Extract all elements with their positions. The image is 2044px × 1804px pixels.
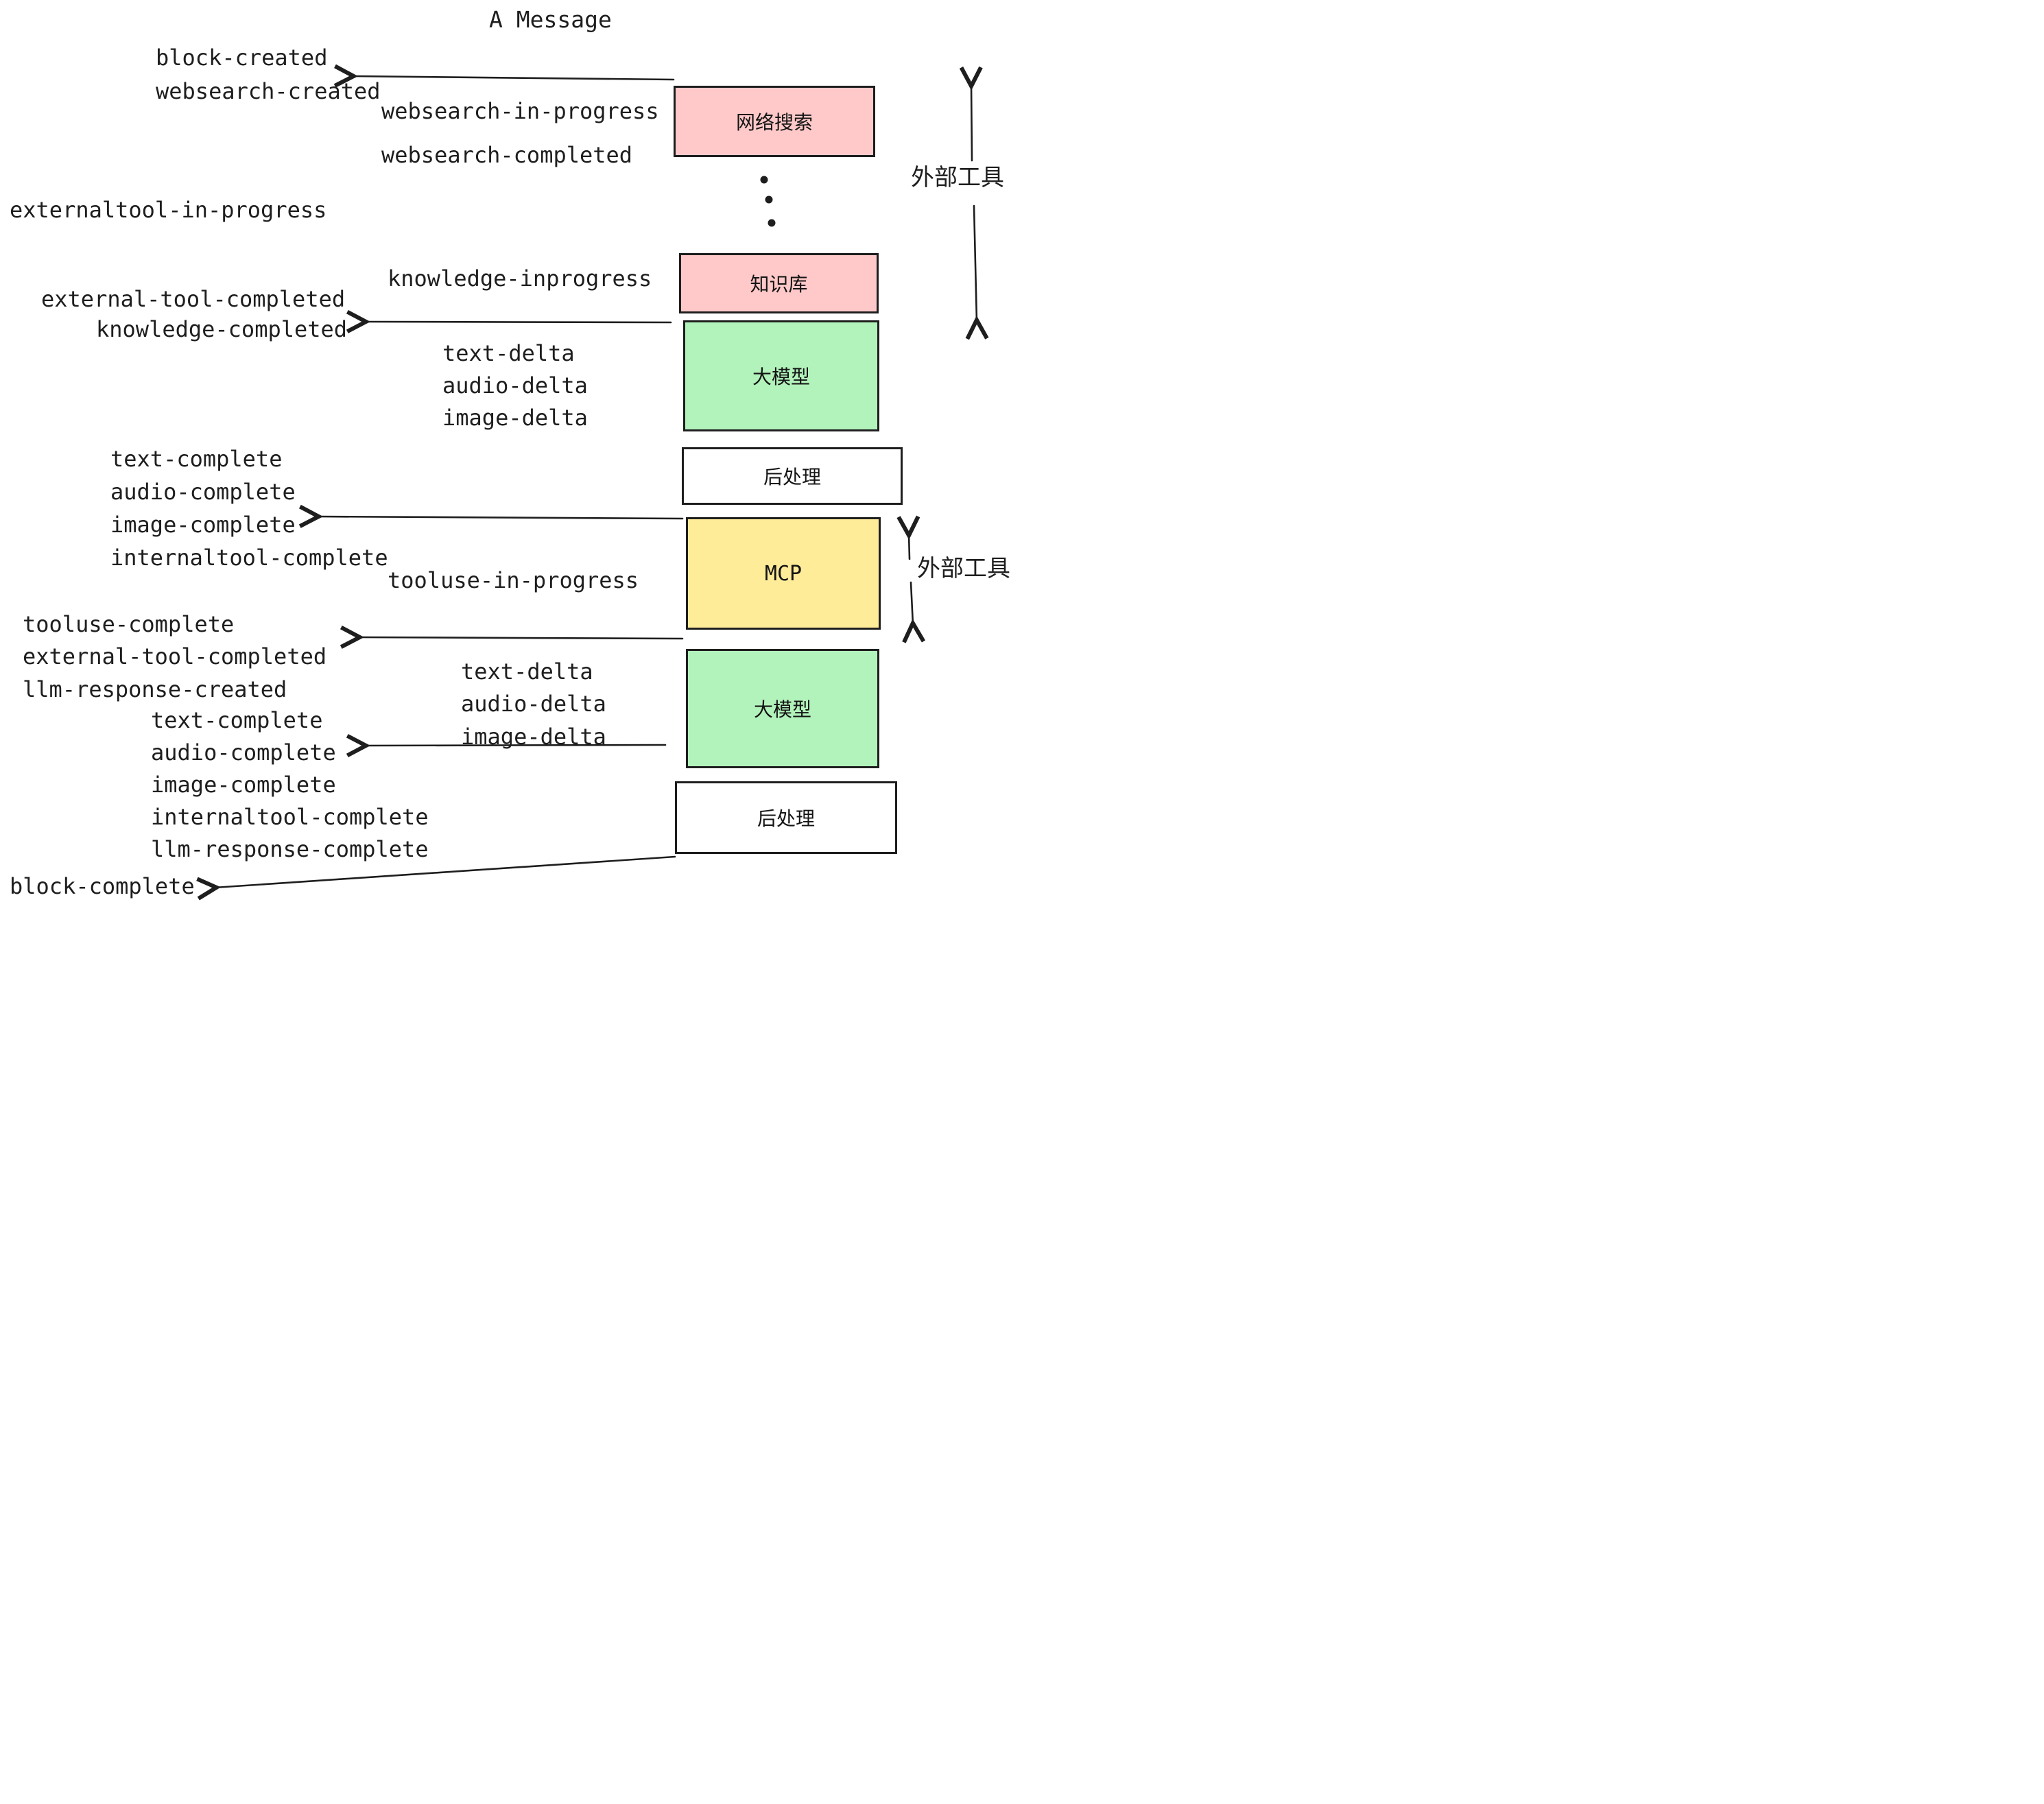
event-label-websearch-in-progress: websearch-in-progress bbox=[381, 98, 659, 124]
arrow-to-tooluse-complete bbox=[340, 625, 684, 649]
event-label-websearch-created: websearch-created bbox=[156, 78, 381, 104]
box-knowledge: 知识库 bbox=[679, 253, 879, 313]
box-postprocess-2-label: 后处理 bbox=[757, 807, 815, 830]
arrow-to-block-complete bbox=[196, 855, 676, 901]
box-mcp: MCP bbox=[686, 517, 881, 630]
event-label-block-created: block-created bbox=[156, 45, 328, 71]
diagram-canvas: A Message block-created websearch-create… bbox=[0, 0, 1022, 902]
event-label-external-tool-completed: external-tool-completed bbox=[41, 286, 346, 312]
dot bbox=[760, 176, 768, 184]
dot bbox=[765, 195, 773, 204]
event-label-audio-delta-1: audio-delta bbox=[442, 372, 588, 399]
external-tools-top-arrow-up bbox=[959, 66, 983, 162]
box-websearch-label: 网络搜索 bbox=[735, 111, 813, 134]
external-tools-bottom-label: 外部工具 bbox=[917, 555, 1010, 582]
external-tools-top-arrow-down bbox=[965, 204, 989, 340]
box-llm-1-label: 大模型 bbox=[752, 366, 810, 388]
diagram-title: A Message bbox=[489, 6, 612, 33]
event-label-audio-complete-2: audio-complete bbox=[151, 739, 336, 765]
event-label-block-complete: block-complete bbox=[10, 873, 195, 899]
external-tools-top-label: 外部工具 bbox=[911, 164, 1004, 191]
event-label-text-complete-2: text-complete bbox=[151, 707, 323, 733]
event-label-text-delta-1: text-delta bbox=[442, 340, 575, 366]
event-label-audio-delta-2: audio-delta bbox=[461, 691, 606, 717]
event-label-tooluse-in-progress: tooluse-in-progress bbox=[388, 567, 639, 593]
event-label-image-complete-2: image-complete bbox=[151, 772, 336, 798]
event-label-internaltool-complete-2: internaltool-complete bbox=[151, 804, 429, 830]
event-label-image-complete-1: image-complete bbox=[110, 512, 296, 538]
arrow-to-image-complete bbox=[298, 504, 684, 528]
ellipsis-dots bbox=[760, 176, 776, 227]
event-label-internaltool-complete-1: internaltool-complete bbox=[110, 545, 388, 571]
box-llm-2-label: 大模型 bbox=[753, 698, 811, 721]
event-label-externaltool-in-progress: externaltool-in-progress bbox=[10, 197, 327, 223]
event-label-knowledge-completed: knowledge-completed bbox=[96, 316, 348, 342]
box-llm-2: 大模型 bbox=[686, 649, 879, 768]
dot bbox=[768, 219, 776, 227]
event-label-external-tool-completed-2: external-tool-completed bbox=[23, 643, 327, 669]
event-label-tooluse-complete: tooluse-complete bbox=[23, 611, 235, 637]
box-postprocess-1-label: 后处理 bbox=[763, 466, 821, 488]
event-label-llm-response-complete: llm-response-complete bbox=[151, 836, 429, 862]
arrow-layer bbox=[196, 64, 989, 901]
external-tools-bottom-arrow-down bbox=[902, 581, 926, 643]
event-label-llm-response-created: llm-response-created bbox=[23, 676, 287, 702]
box-websearch: 网络搜索 bbox=[674, 86, 875, 157]
box-postprocess-1: 后处理 bbox=[682, 447, 903, 505]
event-label-text-delta-2: text-delta bbox=[461, 658, 593, 685]
event-label-websearch-completed: websearch-completed bbox=[381, 142, 633, 168]
event-label-audio-complete-1: audio-complete bbox=[110, 479, 296, 505]
external-tools-bottom-arrow-up bbox=[896, 515, 920, 560]
event-label-text-complete-1: text-complete bbox=[110, 446, 283, 472]
arrow-to-audio-complete bbox=[346, 734, 667, 758]
box-postprocess-2: 后处理 bbox=[675, 781, 897, 854]
box-knowledge-label: 知识库 bbox=[750, 273, 808, 296]
event-label-knowledge-inprogress: knowledge-inprogress bbox=[388, 265, 652, 292]
box-llm-1: 大模型 bbox=[683, 320, 879, 431]
arrow-to-block-created bbox=[333, 64, 675, 88]
box-mcp-label: MCP bbox=[764, 561, 803, 586]
event-label-image-delta-1: image-delta bbox=[442, 405, 588, 431]
event-label-image-delta-2: image-delta bbox=[461, 724, 606, 750]
